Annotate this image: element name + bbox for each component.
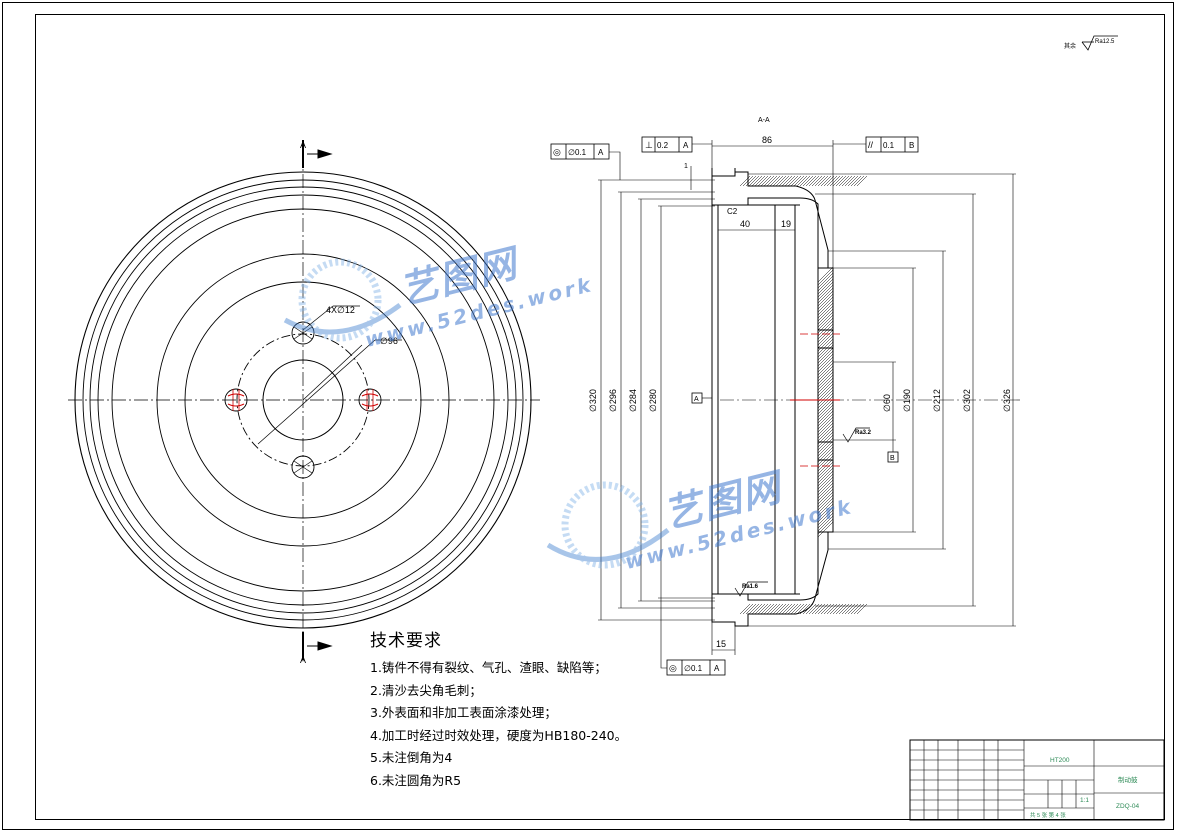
section-view [711,168,834,627]
part-name: 制动鼓 [1118,775,1138,784]
dim-chamfer: C2 [727,207,738,216]
drawing-number: ZDQ-04 [1116,803,1140,810]
svg-text:⊥: ⊥ [645,140,653,150]
dim-inner-a: 40 [740,219,750,229]
section-hatching [739,175,868,615]
datum-b-box: B [887,440,899,463]
technical-requirements: 技术要求 1.铸件不得有裂纹、气孔、渣眼、缺陷等； 2.清沙去尖角毛刺； 3.外… [370,626,627,792]
svg-text:A: A [598,148,604,157]
hole-callout: 4X∅12 [326,305,355,315]
tolerance-frame-1: ◎ ∅0.1 A [550,143,621,180]
dia-302: ∅302 [962,389,972,412]
drawing-frame [35,14,1165,820]
svg-text:B: B [890,455,895,462]
sheet-info: 共 5 张 第 4 张 [1030,811,1066,819]
svg-text:∅0.1: ∅0.1 [568,148,587,157]
svg-text://: // [868,140,874,150]
title-block-labels: HT200 制动鼓 ZDQ-04 1:1 共 5 张 第 4 张 [1030,757,1140,819]
section-mark-bottom: A [300,655,306,665]
roughness-mark-2: Ra3.2 [842,427,872,443]
tech-req-item: 2.清沙去尖角毛刺； [370,682,482,698]
tolerance-frame-2: ⊥ 0.2 A [641,136,712,153]
svg-text:∅0.1: ∅0.1 [684,664,703,673]
svg-text:0.1: 0.1 [883,141,895,150]
tolerance-frame-4: ◎ ∅0.1 A [660,598,726,676]
dia-212: ∅212 [932,389,942,412]
tech-req-item: 3.外表面和非加工表面涂漆处理； [370,705,557,720]
datum-a-box: A [691,392,712,404]
dia-284: ∅284 [628,389,638,412]
scale-label: 1:1 [1080,797,1089,804]
section-label: A-A [758,117,770,124]
svg-text:A: A [694,396,699,403]
dia-326: ∅326 [1002,389,1012,412]
general-roughness-note: 其余 Ra12.5 [1064,35,1118,51]
svg-text:0.2: 0.2 [657,141,669,150]
dia-296: ∅296 [608,389,618,412]
diameter-dimensions-left [598,179,715,621]
tolerance-frame-3: // 0.1 B [833,136,919,153]
svg-text:其余: 其余 [1064,42,1076,50]
linear-dimensions [690,140,834,655]
tech-req-item: 5.未注倒角为4 [370,750,453,765]
dia-320: ∅320 [588,389,598,412]
section-mark-top: A [300,140,306,150]
dim-small-step: 1 [684,163,688,170]
dia-280: ∅280 [648,389,658,412]
dim-overall-length: 86 [762,135,772,145]
svg-text:◎: ◎ [669,663,677,673]
pcd-label: ∅96 [380,336,398,346]
svg-text:Ra12.5: Ra12.5 [1095,39,1115,45]
diameter-dimensions-right [748,173,1016,627]
dim-inner-b: 19 [781,219,791,229]
material-label: HT200 [1050,757,1070,764]
tech-req-title: 技术要求 [370,631,442,651]
title-block [909,739,1165,821]
svg-text:B: B [909,141,914,150]
svg-text:Ra1.6: Ra1.6 [742,584,759,590]
svg-text:◎: ◎ [553,147,561,157]
roughness-mark-1: Ra1.6 [734,581,768,597]
dia-190: ∅190 [902,389,912,412]
svg-text:A: A [714,664,720,673]
tech-req-item: 1.铸件不得有裂纹、气孔、渣眼、缺陷等； [370,660,607,675]
tech-req-item: 6.未注圆角为R5 [370,772,462,788]
dim-flange: 15 [716,639,726,649]
svg-text:Ra3.2: Ra3.2 [855,430,872,436]
svg-text:A: A [683,141,689,150]
tech-req-item: 4.加工时经过时效处理，硬度为HB180-240。 [370,727,628,743]
dia-60: ∅60 [882,394,892,412]
front-view [68,140,540,660]
